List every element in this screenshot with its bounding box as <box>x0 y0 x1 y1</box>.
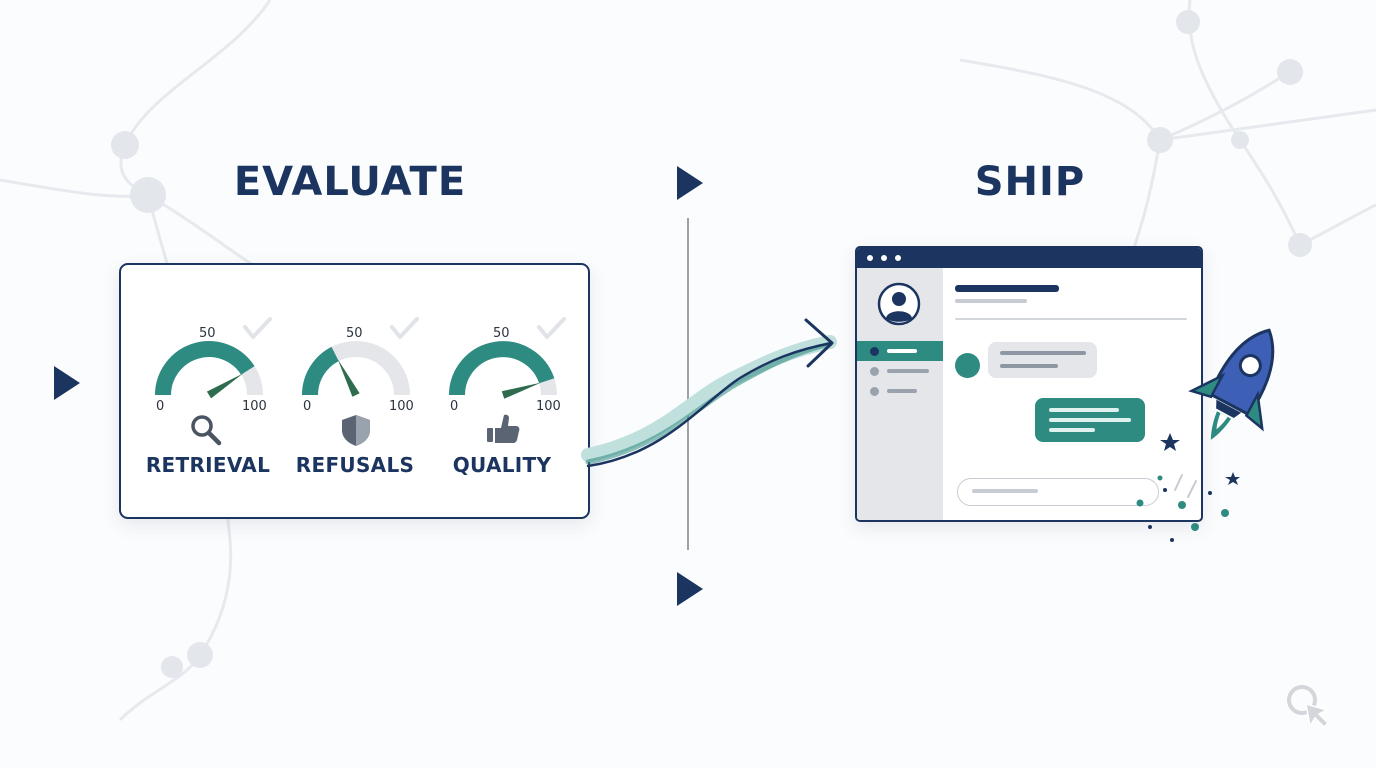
check-mark-icon <box>243 317 272 339</box>
check-mark-icon <box>390 317 419 339</box>
gauge-scale-mid: 50 <box>199 326 216 341</box>
chat-header-divider <box>955 318 1187 320</box>
check-mark-icon <box>537 317 566 339</box>
gauge-scale-mid: 50 <box>493 326 510 341</box>
retrieval-gauge-needle <box>206 373 243 399</box>
outgoing-message-bubble <box>1035 398 1145 442</box>
refusals-label: REFUSALS <box>295 453 415 477</box>
sidebar-item[interactable] <box>857 361 943 381</box>
gauge-scale-min: 0 <box>303 399 312 414</box>
gauge-scale-max: 100 <box>389 399 414 414</box>
incoming-message-bubble <box>988 342 1097 378</box>
refusals-gauge-fill <box>302 346 340 396</box>
chat-main-area <box>943 268 1201 520</box>
evaluation-panel: 50 0 100 RETRIEVAL 50 0 100 REFUSALS <box>119 263 590 519</box>
gauge-scale-min: 0 <box>450 399 459 414</box>
window-dot-icon <box>881 255 887 261</box>
chat-app-window <box>855 246 1203 522</box>
refusals-gauge-needle <box>337 359 360 397</box>
gauge-scale-min: 0 <box>156 399 165 414</box>
gauge-scale-mid: 50 <box>346 326 363 341</box>
left-pointer-icon <box>54 366 80 400</box>
window-dot-icon <box>867 255 873 261</box>
magnifier-icon <box>191 415 222 446</box>
shield-icon <box>342 415 370 446</box>
retrieval-gauge: 50 0 100 RETRIEVAL <box>133 265 283 517</box>
search-cursor-icon <box>1287 685 1330 729</box>
window-title-bar <box>857 248 1201 268</box>
chat-header-subline <box>955 299 1027 303</box>
bottom-pointer-icon <box>677 572 703 606</box>
window-dot-icon <box>895 255 901 261</box>
quality-gauge-fill <box>449 341 555 396</box>
thumbs-up-icon <box>487 414 520 443</box>
bot-avatar <box>955 353 980 378</box>
sidebar-item[interactable] <box>857 381 943 401</box>
quality-gauge: 50 0 100 QUALITY <box>427 265 577 517</box>
quality-gauge-needle <box>501 382 541 399</box>
sparkle-decoration <box>1136 433 1240 542</box>
gauge-scale-max: 100 <box>536 399 561 414</box>
quality-label: QUALITY <box>452 453 552 477</box>
evaluate-title: EVALUATE <box>233 159 467 205</box>
sidebar-item-active[interactable] <box>857 341 943 361</box>
chat-header-bar <box>955 285 1059 292</box>
flow-arrowhead-icon <box>804 318 834 368</box>
retrieval-label: RETRIEVAL <box>145 453 271 477</box>
message-input[interactable] <box>957 478 1159 506</box>
top-pointer-icon <box>677 166 703 200</box>
gauge-scale-max: 100 <box>242 399 267 414</box>
user-avatar-icon <box>877 282 921 326</box>
ship-title: SHIP <box>974 159 1086 205</box>
chat-sidebar <box>857 268 943 520</box>
retrieval-gauge-fill <box>155 341 255 396</box>
stage-divider <box>687 218 689 550</box>
rocket-icon <box>1136 328 1275 542</box>
refusals-gauge: 50 0 100 REFUSALS <box>280 265 430 517</box>
